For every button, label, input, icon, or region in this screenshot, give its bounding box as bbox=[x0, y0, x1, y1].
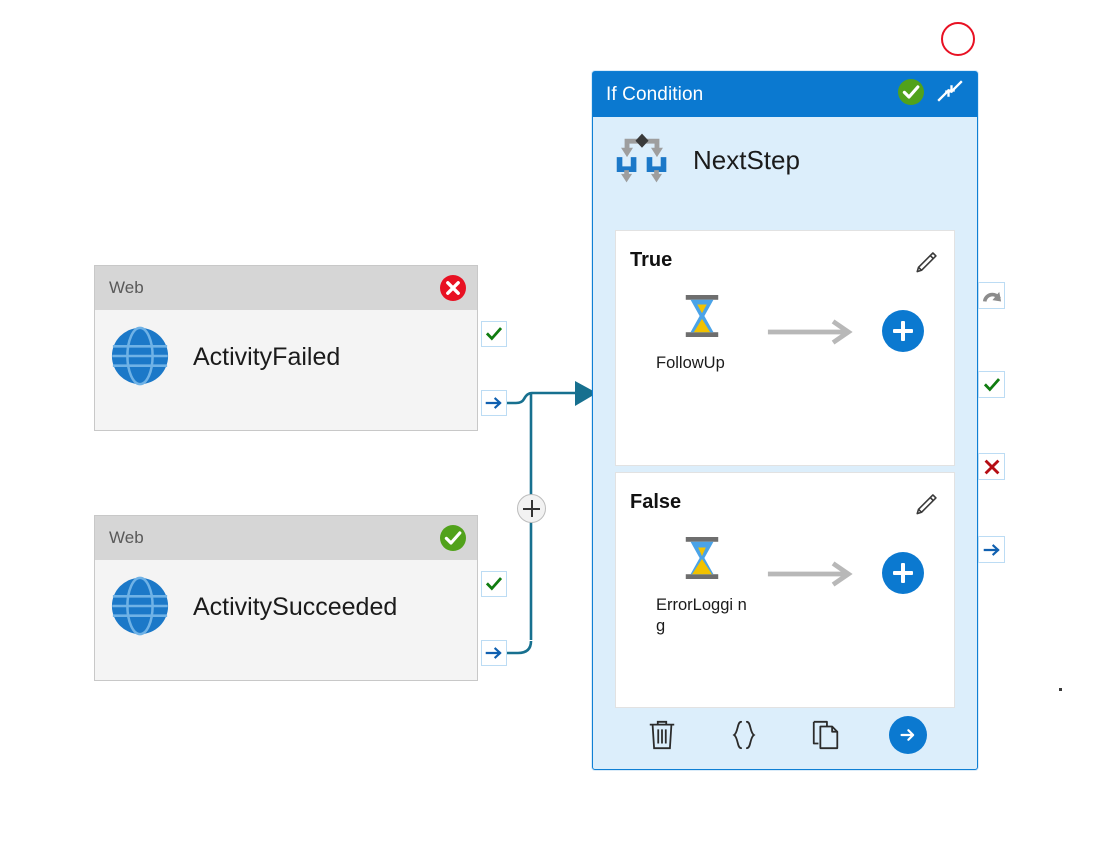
panel-port-retry[interactable] bbox=[978, 282, 1005, 309]
page-title: If Condition bbox=[606, 83, 704, 105]
braces-icon[interactable] bbox=[716, 711, 772, 759]
branch-true[interactable]: True bbox=[615, 230, 955, 466]
activity-card-header: Web bbox=[95, 516, 477, 560]
arrow-right-icon bbox=[485, 647, 502, 659]
activity-card-body: ActivitySucceeded bbox=[95, 560, 477, 656]
plus-circle-icon[interactable] bbox=[882, 552, 924, 594]
add-connector-junction[interactable] bbox=[517, 494, 546, 523]
panel-port-next[interactable] bbox=[978, 536, 1005, 563]
branch-step-row: ErrorLoggi ng bbox=[616, 524, 954, 636]
red-circle-marker bbox=[941, 22, 975, 56]
collapse-diagonal-icon[interactable] bbox=[935, 77, 965, 112]
branch-step-row: FollowUp bbox=[616, 282, 954, 374]
panel-port-failure[interactable] bbox=[978, 453, 1005, 480]
success-circle-icon bbox=[897, 78, 925, 111]
hourglass-icon bbox=[681, 292, 723, 345]
activity-type-label: Web bbox=[109, 528, 144, 547]
arrow-right-icon bbox=[983, 543, 1000, 556]
arrow-right-icon bbox=[766, 560, 858, 593]
if-condition-activity: NextStep bbox=[593, 117, 977, 200]
step-name: ErrorLoggi ng bbox=[656, 596, 747, 635]
step-tile[interactable]: ErrorLoggi ng bbox=[654, 534, 750, 636]
if-condition-header: If Condition bbox=[593, 72, 977, 117]
branch-label: True bbox=[630, 249, 673, 271]
activity-card-header: Web bbox=[95, 266, 477, 310]
error-circle-icon bbox=[439, 274, 467, 302]
panel-port-success[interactable] bbox=[978, 371, 1005, 398]
step-tile[interactable]: FollowUp bbox=[654, 292, 750, 374]
success-circle-icon bbox=[439, 524, 467, 552]
if-condition-toolbar bbox=[594, 702, 976, 768]
if-condition-panel[interactable]: If Condition bbox=[592, 71, 978, 770]
retry-arrow-icon bbox=[982, 291, 1001, 302]
activity-1-port-success[interactable] bbox=[481, 571, 507, 597]
activity-card-activitysucceeded[interactable]: Web ActivitySucceeded bbox=[94, 515, 478, 681]
pencil-icon[interactable] bbox=[912, 249, 940, 282]
activity-name: ActivitySucceeded bbox=[193, 593, 398, 622]
activity-type-label: Web bbox=[109, 278, 144, 297]
activity-1-port-next[interactable] bbox=[481, 640, 507, 666]
check-icon bbox=[983, 377, 1000, 392]
globe-icon bbox=[109, 575, 171, 642]
arrow-right-icon bbox=[485, 397, 502, 409]
branch-false[interactable]: False bbox=[615, 472, 955, 708]
activity-name: ActivityFailed bbox=[193, 343, 341, 372]
activity-card-activityfailed[interactable]: Web ActivityFailed bbox=[94, 265, 478, 431]
copy-icon[interactable] bbox=[798, 711, 854, 759]
branch-header: False bbox=[616, 473, 954, 524]
branch-label: False bbox=[630, 491, 682, 513]
trash-icon[interactable] bbox=[634, 711, 690, 759]
globe-icon bbox=[109, 325, 171, 392]
activity-0-port-next[interactable] bbox=[481, 390, 507, 416]
hourglass-icon bbox=[681, 534, 723, 587]
check-icon bbox=[485, 577, 503, 591]
check-icon bbox=[485, 327, 503, 341]
pencil-icon[interactable] bbox=[912, 491, 940, 524]
plus-circle-icon[interactable] bbox=[882, 310, 924, 352]
activity-card-body: ActivityFailed bbox=[95, 310, 477, 406]
branch-icon bbox=[613, 131, 671, 190]
if-condition-activity-name: NextStep bbox=[693, 145, 800, 175]
branch-header: True bbox=[616, 231, 954, 282]
stray-dot-artifact bbox=[1059, 688, 1062, 691]
arrow-right-circle-icon[interactable] bbox=[880, 711, 936, 759]
step-name: FollowUp bbox=[656, 354, 725, 372]
arrow-right-icon bbox=[766, 318, 858, 351]
activity-0-port-success[interactable] bbox=[481, 321, 507, 347]
cross-icon bbox=[984, 459, 999, 474]
